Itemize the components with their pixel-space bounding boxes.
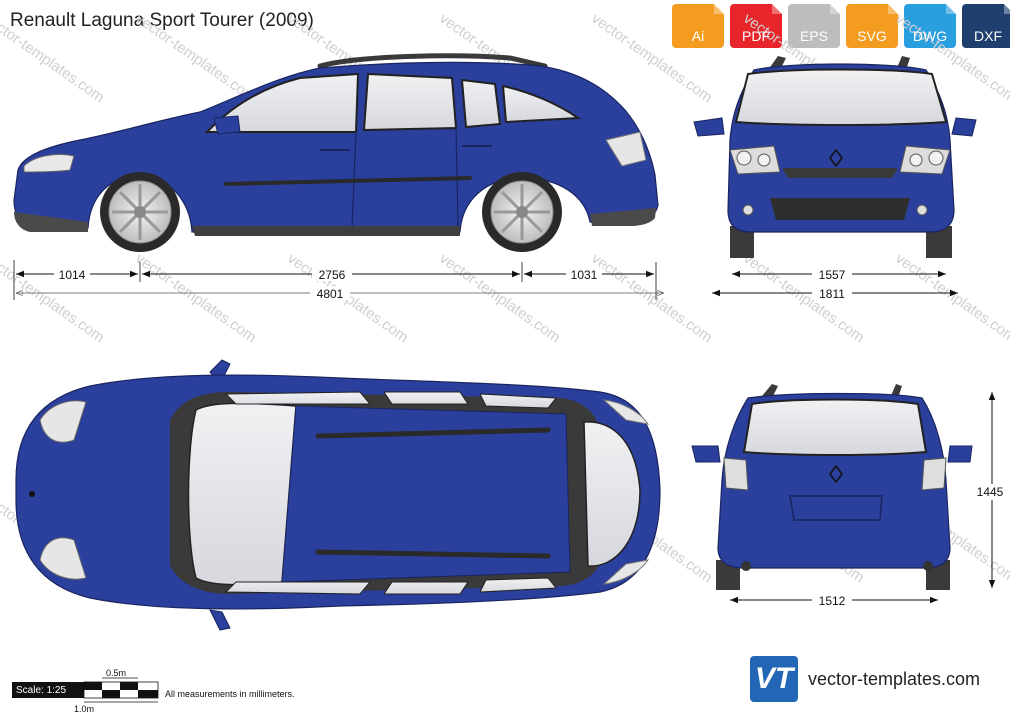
measurement-note: All measurements in millimeters. <box>165 689 295 699</box>
side-view <box>13 53 659 252</box>
rear-wheel <box>482 172 562 252</box>
top-view <box>15 359 661 631</box>
height-label: 1445 <box>977 485 1004 499</box>
rear-track-label: 1512 <box>819 594 846 608</box>
pdf-file-icon[interactable]: PDF <box>730 4 782 48</box>
format-badges: Ai PDF EPS SVG DWG DXF <box>672 4 1010 48</box>
svg-file-icon[interactable]: SVG <box>846 4 898 48</box>
front-overhang-label: 1014 <box>59 268 86 282</box>
eps-file-icon[interactable]: EPS <box>788 4 840 48</box>
rear-overhang-label: 1031 <box>571 268 598 282</box>
rear-dimensions: 1512 1445 <box>730 392 1008 608</box>
brand[interactable]: VT vector-templates.com <box>750 656 980 702</box>
dwg-file-icon[interactable]: DWG <box>904 4 956 48</box>
half-meter-label: 0.5m <box>106 668 126 678</box>
dxf-file-icon[interactable]: DXF <box>962 4 1010 48</box>
page-title: Renault Laguna Sport Tourer (2009) <box>10 10 314 31</box>
wheelbase-label: 2756 <box>319 268 346 282</box>
length-label: 4801 <box>317 287 344 301</box>
one-meter-label: 1.0m <box>74 704 94 714</box>
scale-label: Scale: 1:25 <box>12 682 84 698</box>
front-dimensions: 1557 1811 <box>712 267 958 301</box>
scale-bar: 0.5m 1.0m <box>74 668 159 714</box>
brand-text: vector-templates.com <box>808 668 981 689</box>
ai-file-icon[interactable]: Ai <box>672 4 724 48</box>
side-dimensions: 1014 2756 1031 4801 <box>13 260 664 301</box>
rear-view <box>691 384 973 590</box>
width-label: 1811 <box>819 287 845 301</box>
front-wheel <box>100 172 180 252</box>
front-track-label: 1557 <box>819 268 846 282</box>
front-view <box>693 56 977 258</box>
vt-logo-icon: VT <box>750 656 798 702</box>
